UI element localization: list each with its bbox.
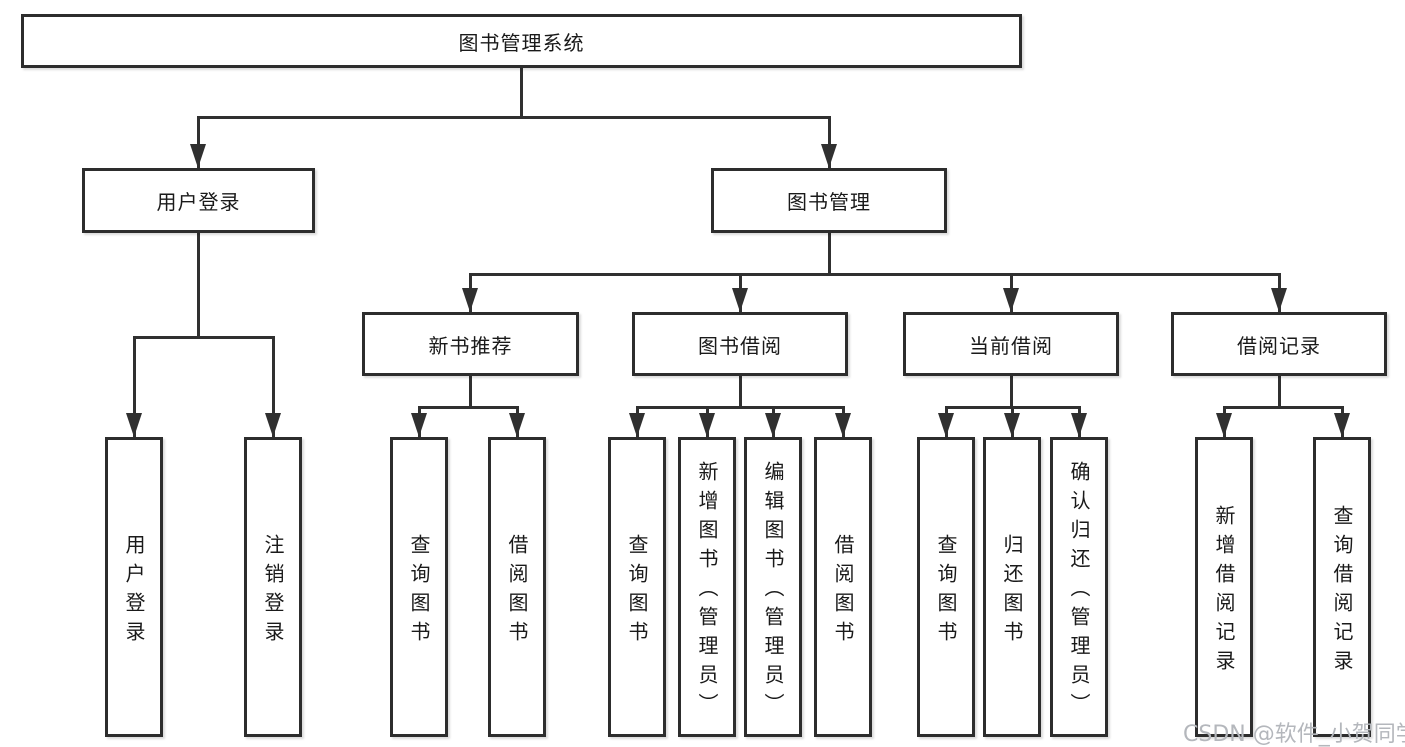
connector-line <box>197 117 200 168</box>
arrow-down-icon <box>765 413 781 437</box>
node-user-login: 用户登录 <box>82 168 315 233</box>
connector-line <box>197 116 831 119</box>
arrow-down-icon <box>1216 413 1232 437</box>
node-label: 借阅图书 <box>831 533 855 650</box>
node-label: 图书管理系统 <box>458 30 585 55</box>
leaf-add-book-admin: 新增图书（管理员） <box>678 437 736 737</box>
arrow-down-icon <box>699 413 715 437</box>
arrow-down-icon <box>1004 413 1020 437</box>
leaf-query-books: 查询图书 <box>917 437 975 737</box>
arrow-down-icon <box>411 413 427 437</box>
connector-line <box>739 376 742 407</box>
node-label: 借阅图书 <box>505 533 529 650</box>
node-label: 编辑图书（管理员） <box>761 461 785 722</box>
arrow-down-icon <box>126 413 142 437</box>
arrow-down-icon <box>732 288 748 312</box>
arrow-down-icon <box>1071 413 1087 437</box>
node-label: 新增图书（管理员） <box>695 461 719 722</box>
node-label: 查询图书 <box>934 533 958 650</box>
connector-line <box>418 406 519 409</box>
node-label: 图书借阅 <box>698 333 782 358</box>
arrow-down-icon <box>462 288 478 312</box>
leaf-return-books: 归还图书 <box>983 437 1041 737</box>
connector-line <box>1278 376 1281 407</box>
connector-line <box>133 337 136 437</box>
node-label: 图书管理 <box>787 190 871 214</box>
leaf-borrow-books: 借阅图书 <box>488 437 546 737</box>
node-new-book-recommend: 新书推荐 <box>362 312 579 376</box>
arrow-down-icon <box>821 144 837 168</box>
arrow-down-icon <box>938 413 954 437</box>
connector-line <box>828 233 831 274</box>
arrow-down-icon <box>629 413 645 437</box>
connector-line <box>636 406 845 409</box>
connector-line <box>133 336 275 339</box>
leaf-query-books: 查询图书 <box>390 437 448 737</box>
node-label: 查询图书 <box>625 533 649 650</box>
node-library-management-system: 图书管理系统 <box>21 14 1022 68</box>
arrow-down-icon <box>265 413 281 437</box>
connector-line <box>828 117 831 168</box>
arrow-down-icon <box>1334 413 1350 437</box>
csdn-watermark: CSDN @软件_小贺同学 <box>1183 722 1405 747</box>
node-label: 新书推荐 <box>428 333 513 358</box>
connector-line <box>272 337 275 437</box>
node-current-borrow: 当前借阅 <box>903 312 1119 376</box>
leaf-query-books: 查询图书 <box>608 437 666 737</box>
leaf-confirm-return-admin: 确认归还（管理员） <box>1050 437 1108 737</box>
node-label: 确认归还（管理员） <box>1067 461 1091 722</box>
node-label: 当前借阅 <box>969 333 1053 358</box>
leaf-logout-login: 注销登录 <box>244 437 302 737</box>
node-label: 归还图书 <box>1000 533 1024 650</box>
node-label: 借阅记录 <box>1237 333 1321 358</box>
arrow-down-icon <box>1271 288 1287 312</box>
connector-line <box>197 233 200 337</box>
leaf-edit-book-admin: 编辑图书（管理员） <box>744 437 802 737</box>
arrow-down-icon <box>509 413 525 437</box>
leaf-user-login: 用户登录 <box>105 437 163 737</box>
node-label: 新增借阅记录 <box>1212 504 1236 679</box>
node-label: 查询图书 <box>407 533 431 650</box>
connector-line <box>469 273 1281 276</box>
leaf-add-borrow-record: 新增借阅记录 <box>1195 437 1253 737</box>
node-book-borrow: 图书借阅 <box>632 312 848 376</box>
arrow-down-icon <box>1003 288 1019 312</box>
connector-line <box>1223 406 1344 409</box>
node-borrow-records: 借阅记录 <box>1171 312 1387 376</box>
arrow-down-icon <box>835 413 851 437</box>
node-label: 用户登录 <box>122 533 146 650</box>
node-label: 查询借阅记录 <box>1330 504 1354 679</box>
arrow-down-icon <box>190 144 206 168</box>
connector-line <box>469 376 472 407</box>
node-label: 注销登录 <box>261 533 285 650</box>
connector-line <box>520 68 523 117</box>
leaf-borrow-books: 借阅图书 <box>814 437 872 737</box>
node-label: 用户登录 <box>156 190 241 214</box>
node-book-management: 图书管理 <box>711 168 947 233</box>
leaf-query-borrow-record: 查询借阅记录 <box>1313 437 1371 737</box>
connector-line <box>1010 376 1013 407</box>
